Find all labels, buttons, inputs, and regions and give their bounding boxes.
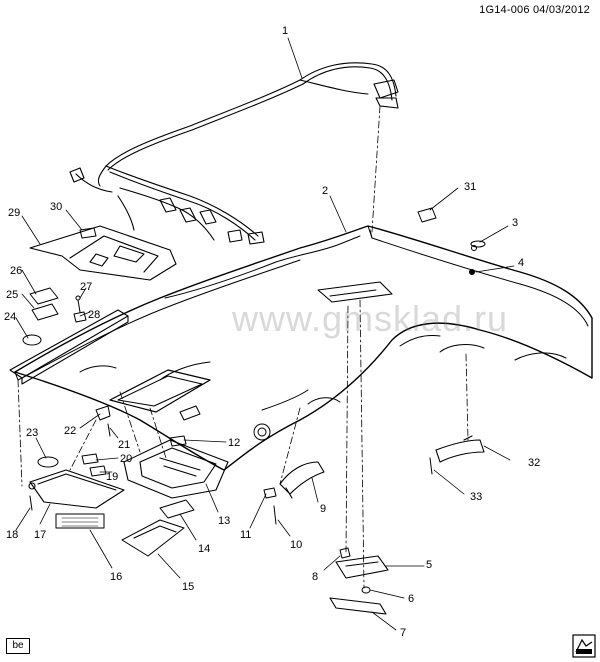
clip-31: [417, 207, 437, 223]
callout-1: 1: [282, 25, 288, 37]
callout-17: 17: [34, 529, 46, 541]
callout-9: 9: [320, 503, 326, 515]
screw-33: [429, 457, 433, 475]
callout-6: 6: [408, 593, 414, 605]
callout-25: 25: [6, 289, 18, 301]
parts-catalog-icon: [572, 634, 596, 658]
retainer-25: [31, 303, 59, 321]
clip-24: [22, 334, 42, 346]
callout-2: 2: [322, 185, 328, 197]
callout-27: 27: [80, 281, 92, 293]
roof-rail-trim: [9, 309, 129, 385]
callout-20: 20: [120, 453, 132, 465]
callout-14: 14: [198, 543, 210, 555]
assist-handle-rear: [435, 435, 485, 463]
headliner-panel: [14, 225, 593, 471]
clip-19: [89, 465, 107, 477]
lens-6: [361, 586, 371, 594]
callout-24: 24: [4, 311, 16, 323]
callout-29: 29: [8, 207, 20, 219]
footer-badge: be: [6, 638, 30, 654]
callout-18: 18: [6, 529, 18, 541]
callout-30: 30: [50, 201, 62, 213]
clip-8: [339, 547, 351, 559]
dome-lamp-bracket: [29, 225, 177, 281]
callout-26: 26: [10, 265, 22, 277]
clip-28: [73, 311, 87, 323]
label-16: [55, 513, 105, 529]
clip-3: [470, 240, 486, 248]
clip-12: [169, 435, 187, 447]
clip-30: [79, 227, 97, 239]
callout-31: 31: [464, 181, 476, 193]
callout-11: 11: [240, 529, 251, 541]
leader-lines: [15, 37, 515, 631]
assist-handle-front: [279, 461, 325, 499]
diagram-date: 04/03/2012: [532, 4, 590, 16]
callout-labels: 1 2 3 4 5 6 7 8 9 10 11 12 13 14 15 16 1…: [4, 25, 540, 639]
clip-11: [263, 487, 277, 499]
front-console: [123, 439, 229, 499]
callout-33: 33: [470, 491, 482, 503]
sunshade: [28, 469, 125, 509]
callout-13: 13: [218, 515, 230, 527]
callout-19: 19: [106, 471, 118, 483]
callout-28: 28: [88, 309, 100, 321]
lens-15: [121, 519, 185, 557]
callout-23: 23: [26, 427, 38, 439]
callout-7: 7: [400, 627, 406, 639]
callout-12: 12: [228, 437, 240, 449]
diagram-header: 1G14-006 04/03/2012: [479, 4, 590, 16]
callout-5: 5: [426, 559, 432, 571]
wire-harness: [69, 62, 399, 245]
callout-32: 32: [528, 457, 540, 469]
screw-18: [29, 495, 33, 511]
lens-cover-7: [329, 597, 387, 615]
rear-console: [335, 555, 389, 579]
screw-21: [107, 423, 111, 437]
screw-10: [273, 505, 277, 525]
callout-3: 3: [512, 217, 518, 229]
callout-16: 16: [110, 571, 122, 583]
washer-23: [37, 456, 59, 468]
screw-27: [75, 295, 81, 313]
diagram-id: 1G14-006: [479, 4, 530, 16]
callout-10: 10: [290, 539, 302, 551]
callout-21: 21: [118, 439, 130, 451]
callout-8: 8: [312, 571, 318, 583]
callout-22: 22: [64, 425, 76, 437]
retainer-26: [29, 287, 59, 305]
lens-14: [159, 499, 195, 519]
watermark: www.gmsklad.ru: [232, 298, 509, 339]
clip-20: [81, 453, 99, 465]
callout-15: 15: [182, 581, 194, 593]
alignment-lines: [17, 105, 469, 589]
clip-22: [95, 405, 111, 421]
callout-4: 4: [518, 257, 524, 269]
